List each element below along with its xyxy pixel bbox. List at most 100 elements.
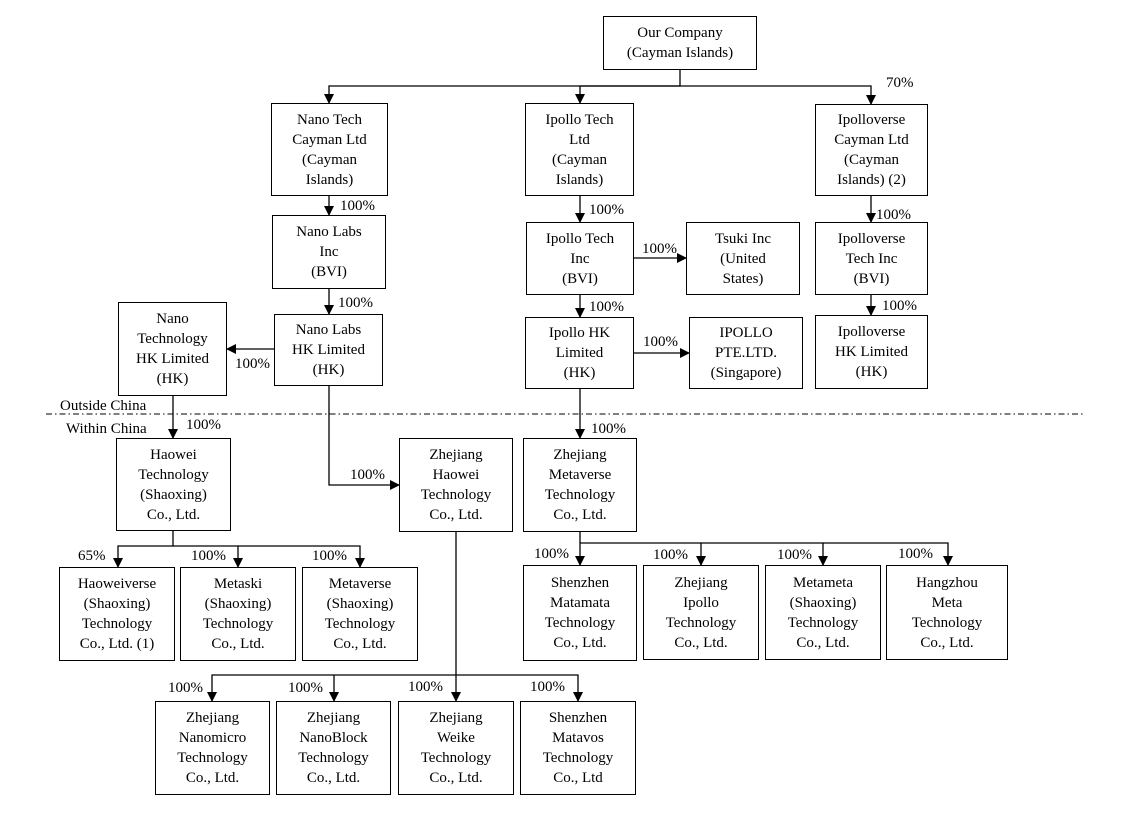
entity-name-line: Co., Ltd. <box>429 507 483 523</box>
entity-name-line: Nano Labs <box>295 322 362 338</box>
entity-name-line: Ipolloverse <box>837 112 906 128</box>
entity-name-line: Co., Ltd. <box>333 636 387 652</box>
entity-name-line: Technology <box>177 750 248 766</box>
entity-name-line: Inc <box>570 250 590 267</box>
entity-name-line: Hangzhou <box>916 574 978 591</box>
entity-name-line: (BVI) <box>562 270 598 287</box>
edge-haowei-shaoxing-to-metaverse-shaoxing <box>238 545 365 568</box>
entity-name-line: (United <box>720 250 766 267</box>
entity-name-line: Co., Ltd. <box>146 506 201 523</box>
entity-name-line: Technology <box>420 750 492 766</box>
entity-name-line: Metameta <box>793 574 853 591</box>
entity-name-line: Shenzhen <box>548 710 608 726</box>
entity-name-line: Technology <box>420 487 492 503</box>
entity-name-line: Co., Ltd. <box>429 770 483 786</box>
ownership-percent-label: 100% <box>876 207 911 223</box>
entity-name-line: (Cayman <box>302 151 357 168</box>
entity-name-line: Co., Ltd <box>553 770 603 786</box>
entity-name-line: Cayman Ltd <box>292 131 367 148</box>
entity-name-line: Shenzhen <box>550 575 610 591</box>
entity-name-line: Ltd <box>569 131 590 148</box>
ownership-percent-label: 100% <box>288 680 323 696</box>
entity-name-line: Co., Ltd. (1) <box>79 636 155 652</box>
entity-name-line: (Shaoxing) <box>204 596 272 612</box>
entity-name-line: Ipolloverse <box>837 324 906 340</box>
entity-name-line: Ipollo Tech <box>545 230 615 247</box>
entity-name-line: Co., Ltd. <box>553 507 607 523</box>
ownership-percent-label: 70% <box>886 75 914 91</box>
entity-name-line: PTE.LTD. <box>715 345 777 361</box>
ownership-percent-label: 100% <box>186 417 221 433</box>
ownership-percent-label: 100% <box>882 298 917 314</box>
entity-name-line: Nano <box>156 311 189 327</box>
entity-name-line: (Shaoxing) <box>83 596 151 612</box>
entity-name-line: Co., Ltd. <box>674 634 728 651</box>
ownership-percent-label: 100% <box>338 295 373 311</box>
entity-name-line: (BVI) <box>853 270 890 287</box>
ownership-percent-label: 100% <box>312 548 347 564</box>
ownership-percent-label: 100% <box>350 467 385 483</box>
ownership-percent-label: 100% <box>530 679 565 695</box>
entity-name-line: HK Limited <box>292 342 365 358</box>
entity-name-line: Matavos <box>552 730 604 746</box>
entity-name-line: Technology <box>298 750 369 766</box>
entity-name-line: Tech Inc <box>845 250 898 267</box>
entity-name-line: Islands) <box>305 171 354 188</box>
entity-name-line: Technology <box>911 614 983 631</box>
entity-name-line: Technology <box>544 615 616 631</box>
entity-name-line: Technology <box>542 750 614 766</box>
entity-name-line: Ipollo HK <box>548 325 611 341</box>
entity-name-line: Tsuki Inc <box>714 230 772 247</box>
edge-zhejiang-haowei-to-zhejiang-nanomicro <box>207 674 456 702</box>
ownership-percent-label: 100% <box>591 421 626 437</box>
entity-name-line: Meta <box>931 594 963 611</box>
entity-name-line: Co., Ltd. <box>211 636 265 652</box>
edge-our-company-to-nano-tech-cayman <box>324 70 681 104</box>
entity-name-line: IPOLLO <box>719 325 773 341</box>
entity-name-line: Metaski <box>213 576 263 592</box>
entity-name-line: Zhejiang <box>674 574 728 591</box>
entity-name-line: Matamata <box>550 595 610 611</box>
ownership-percent-label: 100% <box>534 546 569 562</box>
ownership-percent-label: 100% <box>191 548 226 564</box>
entity-name-line: Co., Ltd. <box>920 634 974 651</box>
entity-name-line: Our Company <box>637 25 723 41</box>
ownership-percent-label: 100% <box>643 334 678 350</box>
entity-name-line: Ipolloverse <box>837 230 906 247</box>
ownership-percent-label: 100% <box>235 356 270 372</box>
edge-zhejiang-haowei-to-shenzhen-matavos <box>456 674 583 702</box>
entity-name-line: Technology <box>665 614 737 631</box>
entity-name-line: (HK) <box>855 364 888 380</box>
entity-name-line: Ipollo <box>683 594 719 611</box>
entity-name-line: States) <box>722 270 764 287</box>
entity-name-line: Inc <box>319 244 339 260</box>
entity-name-line: Co., Ltd. <box>796 634 850 651</box>
edge-our-company-to-ipolloverse-cayman <box>680 85 876 105</box>
entity-name-line: Technology <box>81 616 153 632</box>
entity-name-line: Limited <box>555 345 604 361</box>
ownership-percent-label: 100% <box>408 679 443 695</box>
entity-name-line: (Cayman Islands) <box>626 45 734 61</box>
entity-name-line: Zhejiang <box>429 447 483 463</box>
entity-name-line: Weike <box>437 730 475 746</box>
ownership-percent-label: 100% <box>642 241 677 257</box>
